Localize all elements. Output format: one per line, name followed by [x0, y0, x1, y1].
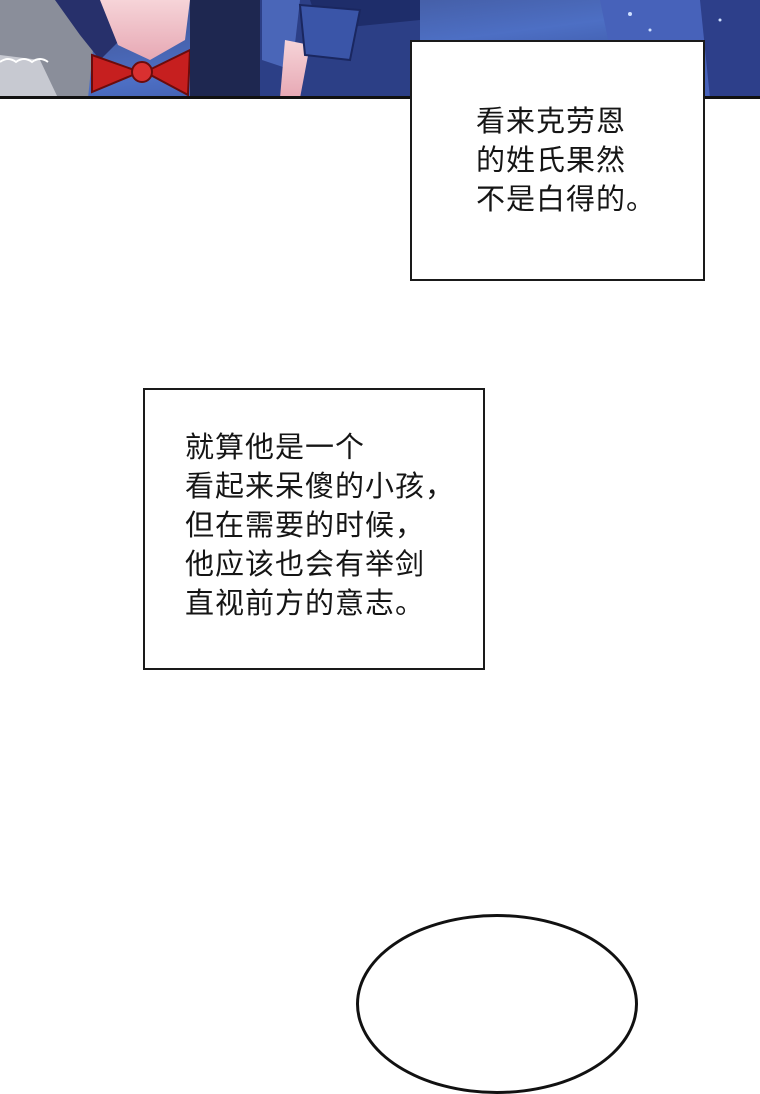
- caption-1-line: 不是白得的。: [476, 182, 657, 216]
- speech-bubble: [356, 914, 638, 1094]
- panel-border: [0, 96, 760, 99]
- caption-2-text: 就算他是一个 看起来呆傻的小孩， 但在需要的时候， 他应该也会有举剑 直视前方的…: [185, 428, 455, 623]
- caption-2-line: 直视前方的意志。: [185, 586, 426, 620]
- caption-box-2: 就算他是一个 看起来呆傻的小孩， 但在需要的时候， 他应该也会有举剑 直视前方的…: [143, 388, 485, 670]
- caption-2-line: 就算他是一个: [185, 430, 366, 464]
- caption-2-line: 他应该也会有举剑: [185, 547, 426, 581]
- caption-box-1: 看来克劳恩 的姓氏果然 不是白得的。: [410, 40, 705, 281]
- caption-2-line: 看起来呆傻的小孩，: [185, 469, 456, 503]
- top-panel-artwork: [0, 0, 760, 98]
- caption-1-line: 看来克劳恩: [476, 104, 627, 138]
- caption-2-line: 但在需要的时候，: [185, 508, 426, 542]
- caption-1-text: 看来克劳恩 的姓氏果然 不是白得的。: [476, 102, 656, 219]
- caption-1-line: 的姓氏果然: [476, 143, 627, 177]
- comic-art-icon: [0, 0, 760, 98]
